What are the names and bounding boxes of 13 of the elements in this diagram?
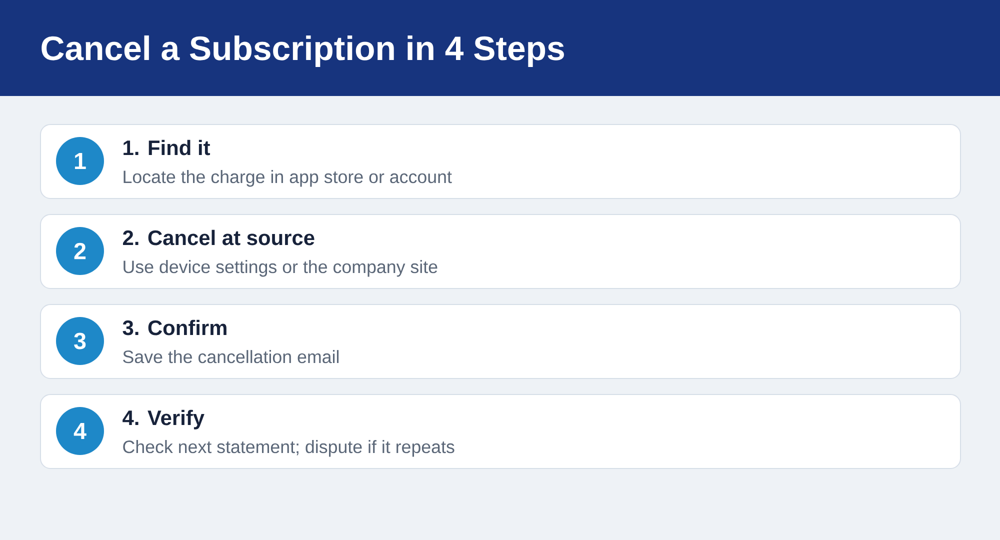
step-description: Use device settings or the company site bbox=[124, 260, 438, 277]
step-title: 4. Verify bbox=[122, 410, 204, 430]
step-card bbox=[40, 394, 961, 469]
step-card bbox=[40, 124, 961, 199]
step-card bbox=[40, 214, 961, 289]
step-description: Save the cancellation email bbox=[123, 350, 339, 364]
step-title: 1. Find it bbox=[124, 140, 210, 156]
title: Cancel a Subscription in 4 Steps bbox=[42, 35, 564, 68]
step-description: Locate the charge in app store or account bbox=[124, 170, 452, 187]
step-card bbox=[40, 304, 961, 379]
step-title: 3. Confirm bbox=[122, 320, 226, 336]
step-title: 2. Cancel at source bbox=[123, 230, 314, 246]
step-description: Check next statement; dispute if it repeats bbox=[123, 440, 454, 457]
